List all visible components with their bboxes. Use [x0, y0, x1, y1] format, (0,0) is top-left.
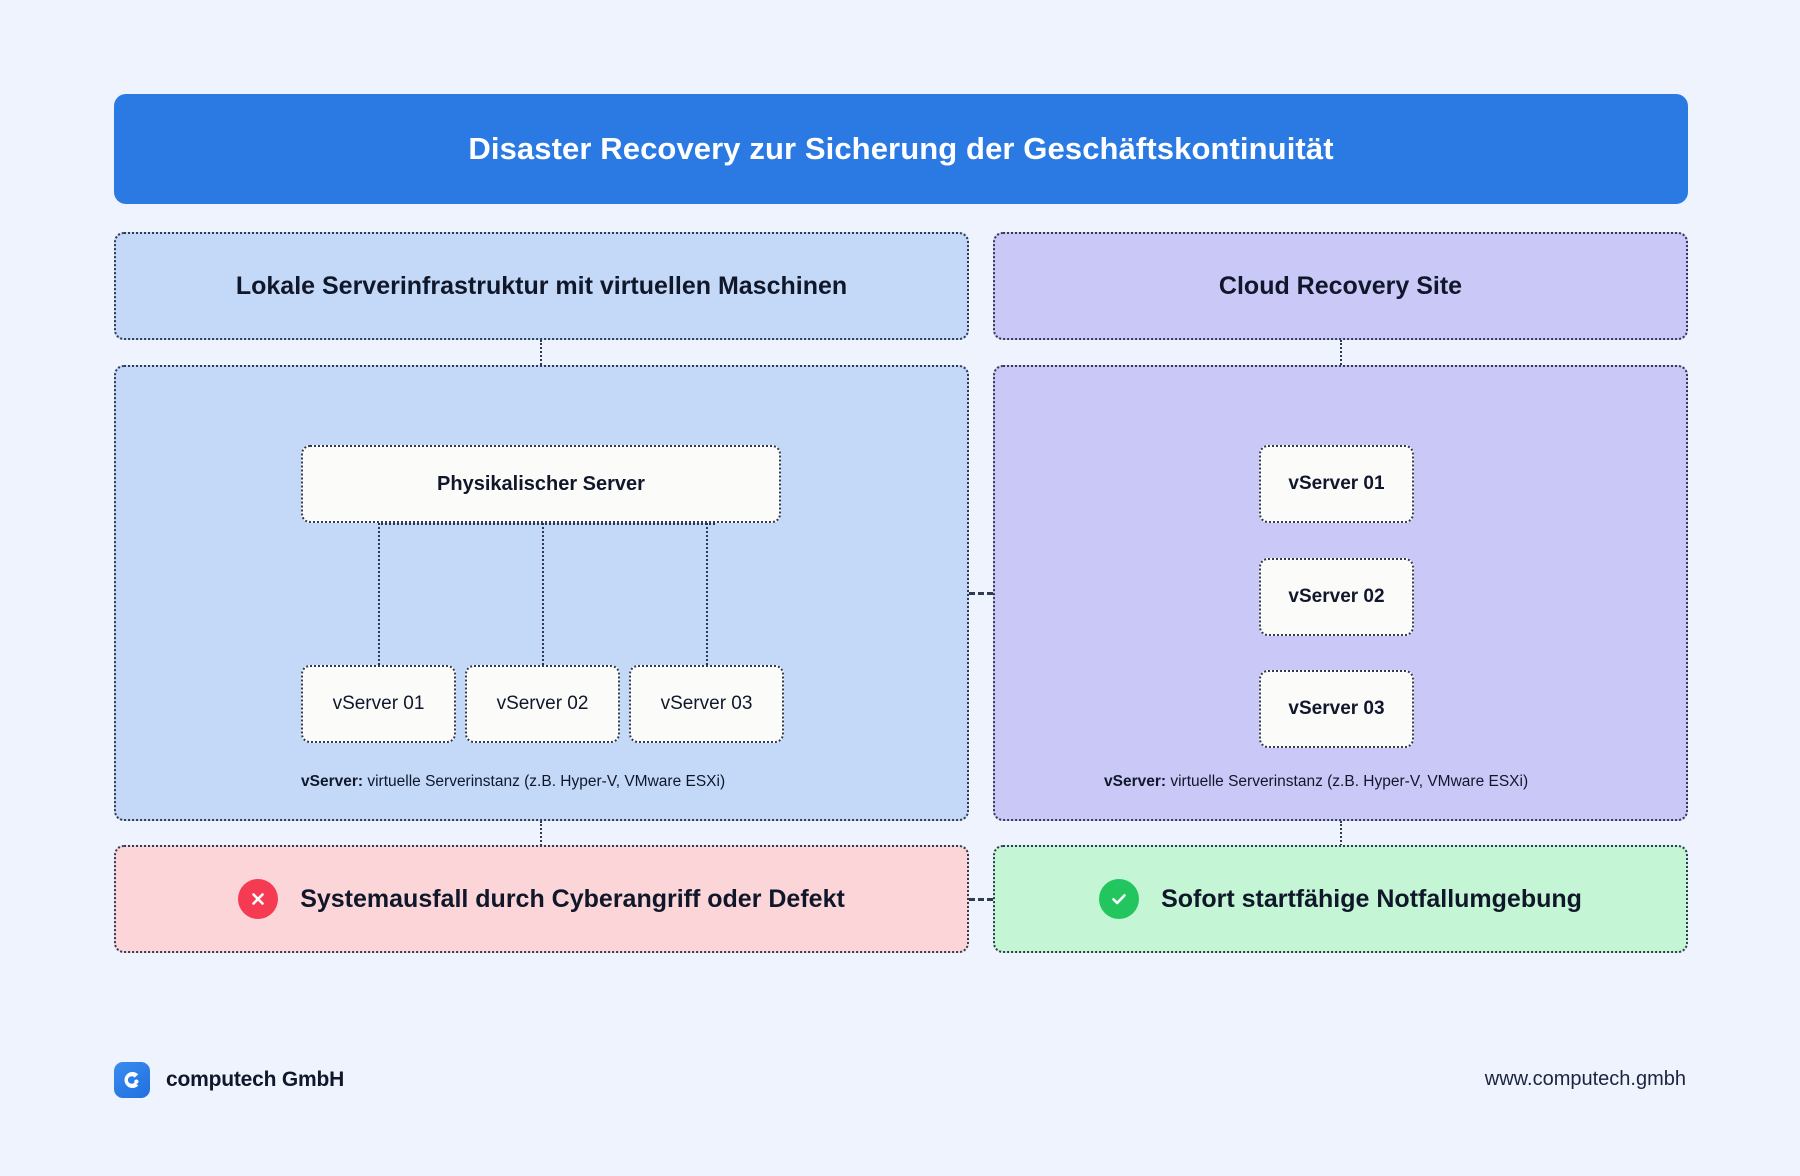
- right-panel-status-connector: [1340, 821, 1342, 846]
- footer-url: www.computech.gmbh: [1484, 1068, 1686, 1090]
- success-check-icon: [1099, 879, 1140, 919]
- success-status-label: Sofort startfähige Notfallumgebung: [1161, 884, 1582, 913]
- status-failover-connector: [969, 898, 993, 901]
- left-panel-status-connector: [540, 821, 542, 846]
- left-vserver-node-2: vServer 02: [465, 665, 620, 743]
- right-vserver-node-1: vServer 01: [1259, 445, 1414, 523]
- left-footnote: vServer: virtuelle Serverinstanz (z.B. H…: [301, 773, 725, 791]
- error-cross-icon: [238, 879, 279, 919]
- failure-status-label: Systemausfall durch Cyberangriff oder De…: [300, 884, 845, 913]
- tree-horizontal-bus: [378, 523, 715, 525]
- diagram-title-banner: Disaster Recovery zur Sicherung der Gesc…: [114, 94, 1688, 204]
- physical-server-node: Physikalischer Server: [301, 445, 781, 523]
- footer-brand-name: computech GmbH: [166, 1068, 345, 1091]
- right-footnote: vServer: virtuelle Serverinstanz (z.B. H…: [1104, 773, 1528, 791]
- tree-drop-line-1: [378, 523, 380, 665]
- footer-brand: computech GmbH: [114, 1062, 344, 1098]
- computech-c-logo-icon: [114, 1062, 150, 1098]
- right-header-panel-connector: [1340, 340, 1342, 365]
- right-vserver-node-2: vServer 02: [1259, 558, 1414, 636]
- right-footnote-text: virtuelle Serverinstanz (z.B. Hyper-V, V…: [1166, 773, 1529, 790]
- page-title: Disaster Recovery zur Sicherung der Gesc…: [468, 131, 1334, 166]
- left-footnote-text: virtuelle Serverinstanz (z.B. Hyper-V, V…: [363, 773, 726, 790]
- success-status-box: Sofort startfähige Notfallumgebung: [993, 845, 1688, 953]
- left-vserver-node-3: vServer 03: [629, 665, 784, 743]
- tree-drop-line-3: [706, 523, 708, 665]
- tree-drop-line-2: [542, 523, 544, 665]
- left-vserver-node-1: vServer 01: [301, 665, 456, 743]
- left-footnote-label: vServer:: [301, 773, 364, 790]
- right-column-header: Cloud Recovery Site: [993, 232, 1688, 340]
- left-infrastructure-panel: [114, 365, 969, 821]
- left-header-panel-connector: [540, 340, 542, 365]
- left-column-header: Lokale Serverinfrastruktur mit virtuelle…: [114, 232, 969, 340]
- right-vserver-node-3: vServer 03: [1259, 670, 1414, 748]
- left-column-header-label: Lokale Serverinfrastruktur mit virtuelle…: [235, 271, 848, 300]
- failure-status-box: Systemausfall durch Cyberangriff oder De…: [114, 845, 969, 953]
- right-column-header-label: Cloud Recovery Site: [1218, 271, 1463, 300]
- panel-replication-connector: [969, 592, 993, 595]
- right-footnote-label: vServer:: [1104, 773, 1167, 790]
